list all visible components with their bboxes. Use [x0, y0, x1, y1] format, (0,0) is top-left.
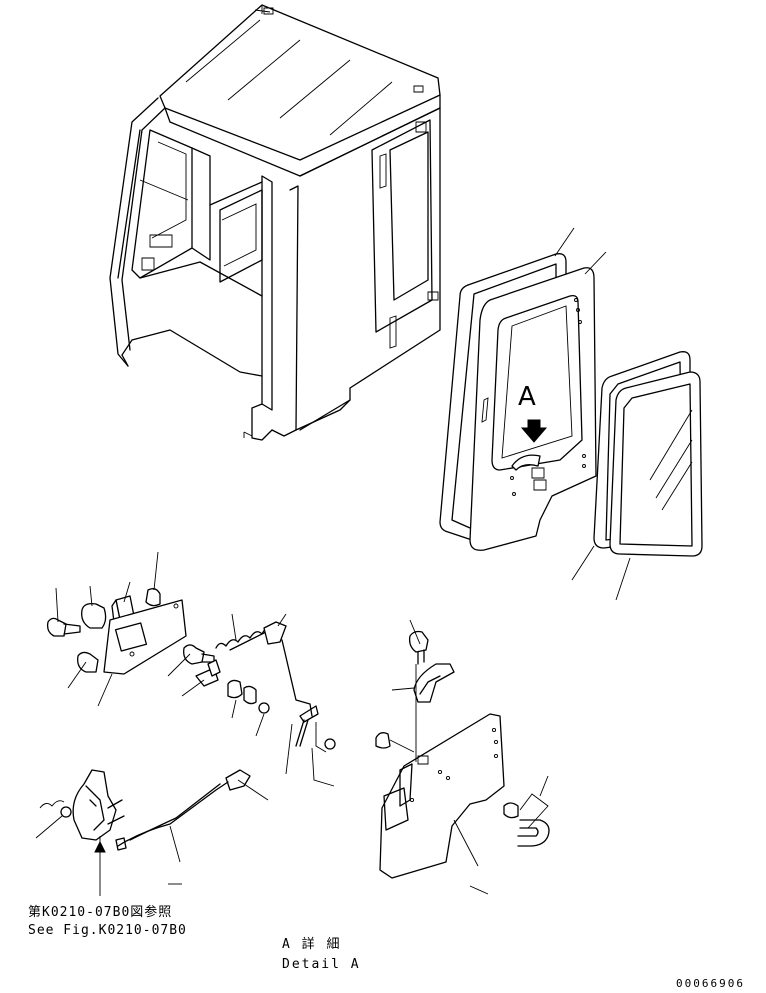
- reference-japanese: 第K0210-07B0図参照: [28, 905, 173, 920]
- detail-caption-japanese: A 詳 細: [282, 937, 342, 952]
- cab-assembly: [110, 5, 440, 440]
- drawing-number: 00066906: [676, 977, 745, 990]
- door-assembly: [440, 254, 596, 551]
- leader-lines-detail: [36, 552, 334, 896]
- inner-panel-parts: [376, 632, 549, 879]
- detail-caption-english: Detail A: [282, 957, 361, 972]
- view-letter-label: A: [518, 382, 536, 412]
- leader-lines-panel: [390, 620, 548, 894]
- reference-english: See Fig.K0210-07B0: [28, 923, 187, 938]
- leader-lines-upper: [555, 228, 630, 600]
- sliding-window-assembly: [594, 352, 702, 556]
- lock-mechanism-parts: [40, 589, 335, 850]
